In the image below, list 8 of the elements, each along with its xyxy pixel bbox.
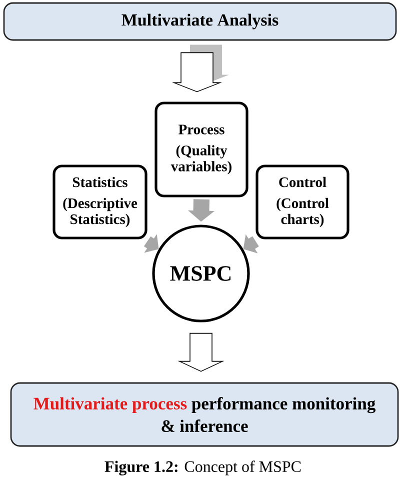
hollow-arrow <box>172 44 229 92</box>
banner-box: Multivariate process performance monitoring & inference <box>10 382 399 447</box>
figure-caption: Figure 1.2: Concept of MSPC <box>104 460 301 476</box>
rounded-box: Control (Control charts) <box>256 164 350 240</box>
rounded-box: Process (Quality variables) <box>154 102 248 198</box>
hollow-arrow <box>178 332 224 372</box>
banner-box: Multivariate Analysis <box>3 2 397 41</box>
rounded-box: Statistics (Descriptive Statistics) <box>52 164 148 240</box>
